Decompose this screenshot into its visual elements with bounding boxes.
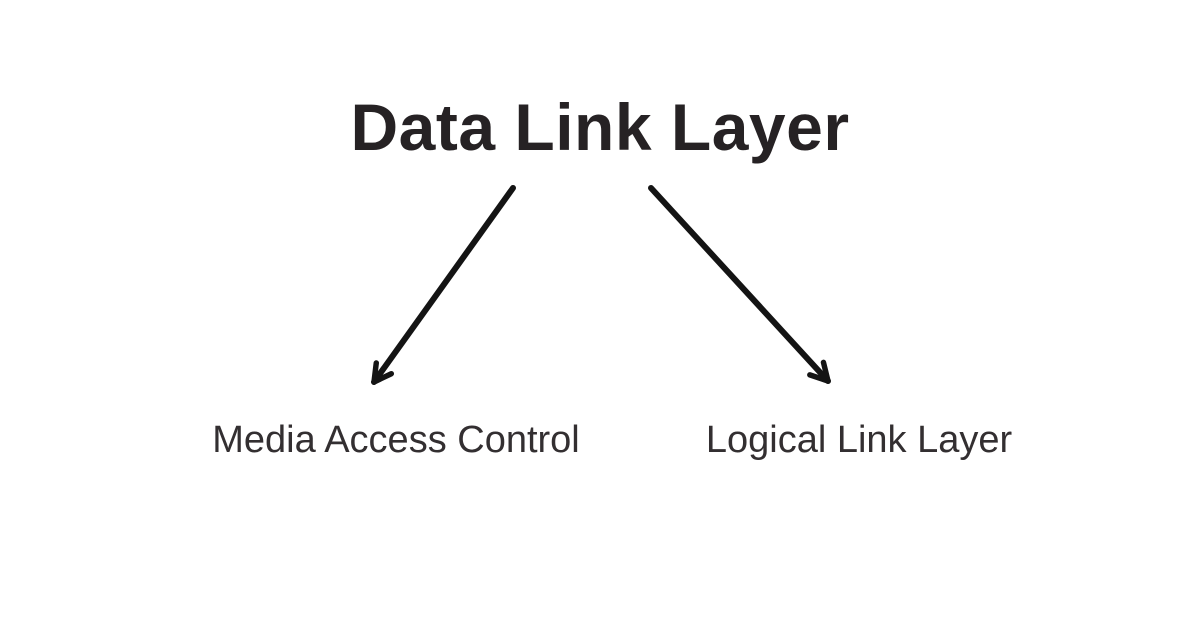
arrow-to-logical-link-layer [648,185,831,384]
diagram-title: Data Link Layer [350,90,850,164]
arrow-to-media-access-control [371,185,516,385]
node-label-logical-link-layer: Logical Link Layer [705,419,1013,461]
node-label-media-access-control: Media Access Control [212,419,580,461]
